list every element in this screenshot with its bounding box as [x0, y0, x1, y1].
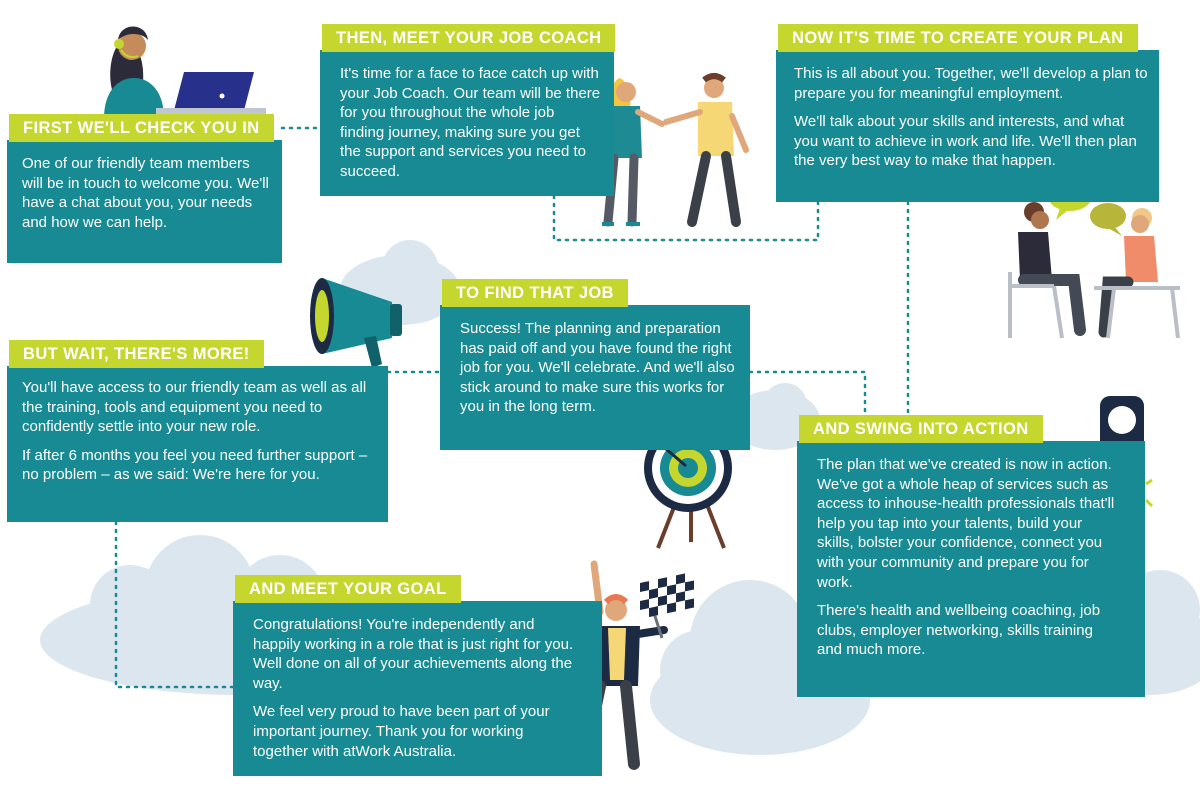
connector-4-5	[748, 370, 867, 417]
step-card-find-job: TO FIND THAT JOB Success! The planning a…	[440, 279, 750, 450]
connector-6-7	[114, 520, 235, 689]
step-card-job-coach: THEN, MEET YOUR JOB COACH It's time for …	[320, 24, 616, 196]
step-title: NOW IT'S TIME TO CREATE YOUR PLAN	[778, 24, 1138, 52]
checkered-flag	[640, 571, 696, 619]
handshake-people-icon	[602, 73, 749, 227]
megaphone-icon	[310, 278, 402, 368]
step-title: TO FIND THAT JOB	[442, 279, 628, 307]
step-title: AND MEET YOUR GOAL	[235, 575, 461, 603]
step-paragraph: There's health and wellbeing coaching, j…	[817, 602, 1101, 659]
step-paragraph: Success! The planning and preparation ha…	[460, 320, 735, 416]
connector-2-3	[552, 194, 820, 242]
step-paragraph: The plan that we've created is now in ac…	[817, 456, 1115, 591]
step-body: Success! The planning and preparation ha…	[460, 319, 735, 426]
step-body: One of our friendly team members will be…	[22, 154, 270, 241]
step-paragraph: You'll have access to our friendly team …	[22, 379, 367, 436]
step-paragraph: This is all about you. Together, we'll d…	[794, 65, 1148, 102]
cloud-bottom-mid	[650, 580, 870, 755]
step-paragraph: It's time for a face to face catch up wi…	[340, 65, 601, 180]
connectors	[114, 126, 910, 689]
step-card-meet-goal: AND MEET YOUR GOAL Congratulations! You'…	[233, 575, 602, 776]
step-paragraph: One of our friendly team members will be…	[22, 155, 269, 231]
step-title: AND SWING INTO ACTION	[799, 415, 1043, 443]
step-card-create-plan: NOW IT'S TIME TO CREATE YOUR PLAN This i…	[776, 24, 1159, 202]
step-body: Congratulations! You're independently an…	[253, 615, 581, 770]
step-title: THEN, MEET YOUR JOB COACH	[322, 24, 616, 52]
step-paragraph: If after 6 months you feel you need furt…	[22, 446, 368, 484]
step-paragraph: We'll talk about your skills and interes…	[794, 113, 1137, 170]
call-centre-agent-icon	[104, 26, 266, 118]
step-card-swing-into-action: AND SWING INTO ACTION The plan that we'v…	[797, 415, 1145, 697]
step-card-more-support: BUT WAIT, THERE'S MORE! You'll have acce…	[7, 340, 388, 522]
step-title: FIRST WE'LL CHECK YOU IN	[9, 114, 274, 142]
step-body: This is all about you. Together, we'll d…	[794, 64, 1149, 180]
step-title: BUT WAIT, THERE'S MORE!	[9, 340, 264, 368]
step-body: It's time for a face to face catch up wi…	[340, 64, 602, 191]
celebrating-person-flag-icon	[578, 560, 696, 770]
step-body: You'll have access to our friendly team …	[22, 378, 374, 494]
step-paragraph: Congratulations! You're independently an…	[253, 616, 574, 692]
step-paragraph: We feel very proud to have been part of …	[253, 703, 550, 760]
cloud-center-right	[730, 383, 820, 450]
step-body: The plan that we've created is now in ac…	[817, 455, 1117, 669]
step-card-check-in: FIRST WE'LL CHECK YOU IN One of our frie…	[7, 114, 282, 263]
